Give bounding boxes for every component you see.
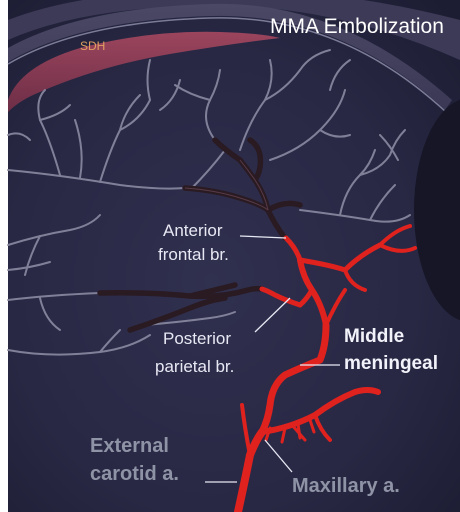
label-posterior: Posterior — [163, 330, 231, 347]
label-frontal-branch: frontal br. — [158, 246, 229, 263]
label-carotid-artery: carotid a. — [90, 464, 179, 484]
label-external: External — [90, 436, 169, 456]
label-meningeal: meningeal — [344, 354, 438, 373]
label-maxillary-artery: Maxillary a. — [292, 476, 400, 496]
label-anterior: Anterior — [163, 222, 223, 239]
label-parietal-branch: parietal br. — [155, 358, 234, 375]
diagram-title: MMA Embolization — [270, 16, 444, 37]
label-middle: Middle — [344, 327, 404, 346]
label-sdh: SDH — [80, 40, 105, 52]
